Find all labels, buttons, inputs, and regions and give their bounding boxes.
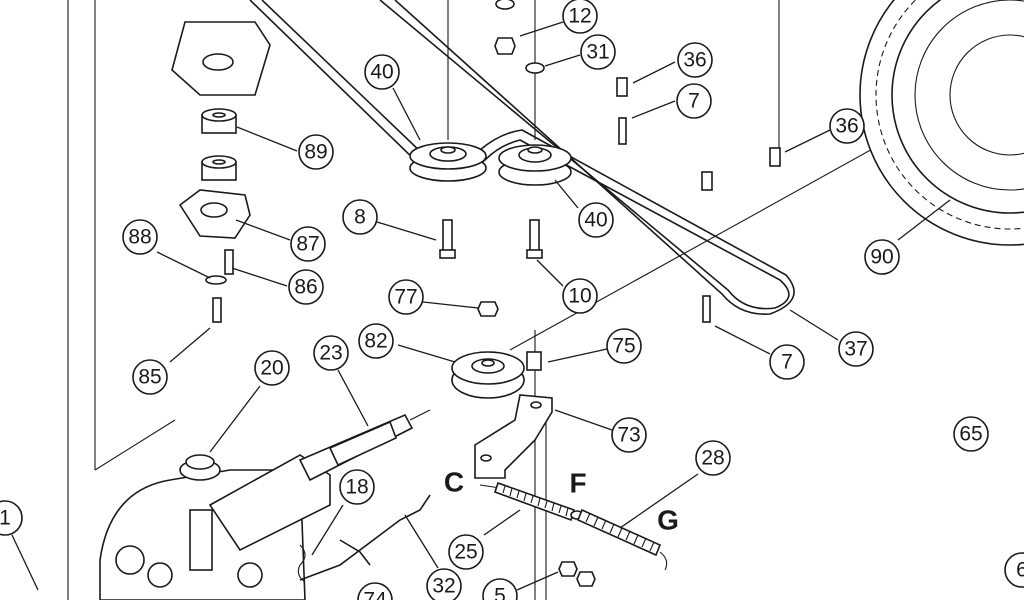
svg-text:1: 1 <box>0 507 11 530</box>
transaxle <box>99 454 331 600</box>
callout-40-right: 40 <box>578 202 614 238</box>
callout-86: 86 <box>288 269 324 305</box>
callout-25: 25 <box>448 534 484 570</box>
svg-text:32: 32 <box>432 575 455 598</box>
callout-89: 89 <box>298 134 334 170</box>
svg-text:40: 40 <box>370 61 393 84</box>
callout-75: 75 <box>606 328 642 364</box>
svg-text:8: 8 <box>354 206 366 229</box>
callout-40-left: 40 <box>364 54 400 90</box>
callout-32: 32 <box>426 568 462 600</box>
callout-5: 5 <box>482 578 518 600</box>
callout-87: 87 <box>290 226 326 262</box>
callout-18: 18 <box>339 469 375 505</box>
callout-90: 90 <box>864 239 900 275</box>
idler-arm <box>474 394 553 479</box>
callout-73: 73 <box>611 417 647 453</box>
svg-text:74: 74 <box>363 589 387 600</box>
svg-text:31: 31 <box>586 41 609 64</box>
svg-text:40: 40 <box>584 209 607 232</box>
svg-text:23: 23 <box>319 342 342 365</box>
svg-text:86: 86 <box>294 276 317 299</box>
svg-text:82: 82 <box>364 330 387 353</box>
svg-text:6: 6 <box>1016 559 1024 582</box>
callout-23: 23 <box>313 335 349 371</box>
callout-10: 10 <box>562 278 598 314</box>
upper-bracket <box>171 21 271 96</box>
callout-8: 8 <box>342 199 378 235</box>
svg-text:36: 36 <box>835 115 858 138</box>
svg-text:28: 28 <box>701 447 724 470</box>
svg-text:12: 12 <box>568 5 591 28</box>
svg-text:89: 89 <box>304 141 327 164</box>
callout-36-right: 36 <box>829 108 865 144</box>
shift-rod <box>297 494 431 583</box>
idler-pulley-40-left <box>409 142 487 182</box>
spring-28 <box>570 508 668 571</box>
svg-text:18: 18 <box>345 476 368 499</box>
callout-36-upper: 36 <box>677 42 713 78</box>
svg-text:7: 7 <box>688 90 700 113</box>
callout-65: 65 <box>953 416 989 452</box>
svg-text:37: 37 <box>844 338 867 361</box>
callout-20: 20 <box>254 350 290 386</box>
callout-85: 85 <box>132 359 168 395</box>
svg-text:65: 65 <box>959 423 982 446</box>
point-label-g: G <box>657 505 679 536</box>
callout-37: 37 <box>838 331 874 367</box>
callout-77: 77 <box>388 279 424 315</box>
svg-text:88: 88 <box>128 226 151 249</box>
callout-12: 12 <box>562 0 598 34</box>
point-label-c: C <box>444 467 464 498</box>
idler-pulley-40-right <box>498 144 572 186</box>
svg-text:75: 75 <box>612 335 635 358</box>
callout-7-upper: 7 <box>676 83 712 119</box>
svg-text:20: 20 <box>260 357 283 380</box>
callout-74: 74 <box>357 582 393 600</box>
svg-text:7: 7 <box>781 351 793 374</box>
callout-7-lower: 7 <box>769 344 805 380</box>
rear-tire <box>859 0 1024 246</box>
point-label-f: F <box>569 468 586 499</box>
callout-1: 1 <box>0 500 23 536</box>
svg-text:77: 77 <box>394 286 417 309</box>
drive-shaft-23 <box>298 409 431 482</box>
svg-text:10: 10 <box>568 285 591 308</box>
hardware <box>205 0 781 587</box>
svg-text:73: 73 <box>617 424 640 447</box>
idler-pulley-82 <box>451 351 525 399</box>
callout-28: 28 <box>695 440 731 476</box>
callout-6: 6 <box>1004 552 1024 588</box>
svg-text:87: 87 <box>296 233 319 256</box>
callout-88: 88 <box>122 219 158 255</box>
spacer-89 <box>201 108 237 181</box>
svg-text:36: 36 <box>683 49 706 72</box>
bracket-87 <box>178 189 251 239</box>
svg-text:25: 25 <box>454 541 477 564</box>
callout-82: 82 <box>358 323 394 359</box>
svg-text:5: 5 <box>494 585 506 600</box>
svg-text:90: 90 <box>870 246 893 269</box>
spring-25 <box>479 481 575 522</box>
leader-lines <box>11 21 951 591</box>
callout-31: 31 <box>580 34 616 70</box>
svg-text:85: 85 <box>138 366 161 389</box>
